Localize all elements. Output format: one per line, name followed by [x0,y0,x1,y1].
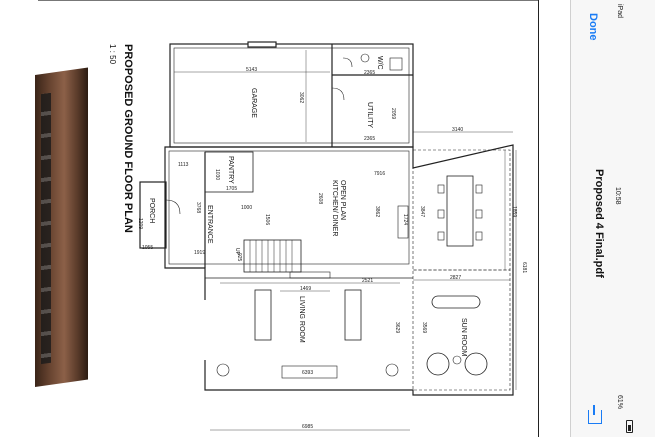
dim-3569: 3569 [421,322,427,333]
dim-7916: 7916 [374,171,385,177]
room-label-garage: GARAGE [250,88,257,118]
room-label-wc: W/C [376,56,383,70]
dim-1030: 1030 [214,169,220,180]
dim-6985: 6985 [302,424,313,430]
door-swing-porch [165,199,181,215]
dim-2059: 2059 [390,108,396,119]
wc-basin [360,53,370,63]
page-right-edge [538,0,539,437]
room-label-utility: UTILITY [366,102,373,128]
dim-1919: 1919 [194,250,205,256]
dim-2608: 2608 [317,193,323,204]
room-label-pantry: PANTRY [227,156,234,184]
dim-1506: 1506 [264,214,270,225]
room-label-entrance: ENTRANCE [206,205,213,244]
dim-5143: 5143 [246,67,257,73]
sunroom-chair-2 [464,352,488,376]
battery-percentage: 61% [616,395,623,410]
stair-landing [289,271,331,279]
room-label-kitchen-1: OPEN PLAN [339,180,346,220]
dim-6181: 6181 [521,262,527,273]
dim-3140: 3140 [452,127,463,133]
dim-3062: 3062 [298,92,304,103]
dim-1209: 1209 [137,218,143,229]
living-sofa-2 [344,289,362,341]
kitchen-island [397,205,409,239]
door-swing-wc [342,57,353,68]
dim-1724: 1724 [402,214,408,225]
dim-2827: 2827 [450,275,461,281]
plan-scale: 1 : 50 [108,44,117,65]
dim-6393: 6393 [302,370,313,376]
dim-3768: 3768 [195,202,201,213]
sunroom-sofa [431,295,481,309]
dim-2365a: 2365 [364,70,375,76]
dim-1055: 1055 [142,245,153,251]
share-icon[interactable] [588,405,602,424]
living-sofa-1 [254,289,272,341]
dim-2521: 2521 [362,278,373,284]
living-lamp-2 [385,363,399,377]
room-label-kitchen-2: KITCHEN/ DINER [331,180,338,236]
sunroom-extension [412,269,511,391]
stairs-up-label: UP [234,248,240,256]
status-time: 10:58 [614,187,621,205]
pdf-page[interactable]: PROPOSED GROUND FLOOR PLAN 1 : 50 GARAGE… [0,0,570,437]
dim-1113: 1113 [178,162,189,168]
dim-3629: 3629 [394,322,400,333]
room-label-sun: SUN ROOM [460,318,467,357]
page-top-edge [38,0,538,1]
plan-title: PROPOSED GROUND FLOOR PLAN [122,44,134,233]
stairs [243,239,302,273]
garage-door [247,41,277,48]
dim-1705: 1705 [226,186,237,192]
dim-1469: 1469 [300,286,311,292]
garage-inner [173,47,410,144]
dim-925: 925 [236,253,242,262]
living-lamp-1 [216,363,230,377]
dim-2365b: 2365 [364,136,375,142]
ground-inner-wall [168,150,410,265]
room-label-living: LIVING ROOM [298,296,305,343]
dining-extension [412,149,511,271]
room-label-porch: PORCH [148,198,155,223]
living-fireplace [281,365,338,379]
document-title: Proposed 4 Final.pdf [593,169,605,278]
status-device-name: iPad [616,4,623,19]
floor-plan-drawing: PROPOSED GROUND FLOOR PLAN 1 : 50 GARAGE… [108,41,527,431]
sunroom-chair-1 [426,352,450,376]
wc-toilet [389,57,403,71]
battery-icon [626,420,633,433]
done-button[interactable]: Done [587,13,599,41]
dim-1859: 1859 [511,206,517,217]
dining-table [446,175,474,247]
porch-walls [139,181,167,249]
dim-3847: 3847 [419,206,425,217]
dim-3862: 3862 [374,206,380,217]
navigation-sidebar [570,0,655,437]
sunroom-table [452,355,462,365]
dim-1000: 1000 [241,205,252,211]
door-swing-utility [331,87,345,101]
